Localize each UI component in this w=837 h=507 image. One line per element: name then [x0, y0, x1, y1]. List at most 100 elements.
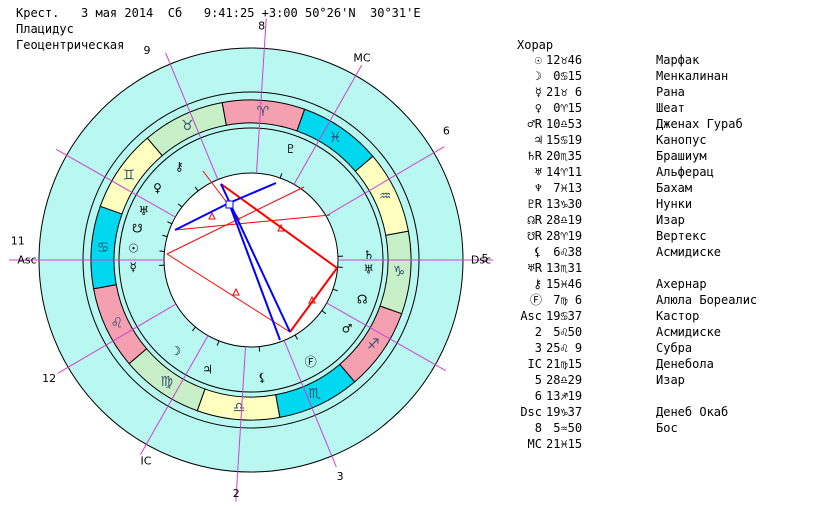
house-number: 5: [481, 252, 488, 265]
aspect-trine-marker: [277, 223, 285, 232]
planet-glyph: ♇: [285, 142, 296, 156]
row-symbol: ♂R: [527, 117, 542, 131]
row-position: 28♎19: [546, 213, 583, 227]
planet-tick: [191, 326, 196, 332]
aspect-trine-marker: [208, 211, 216, 220]
row-position: 0♋15: [546, 69, 583, 83]
row-position: 6♌38: [546, 245, 583, 259]
house-cusp-line: [283, 340, 337, 468]
row-position: 21♓15: [546, 437, 583, 451]
zodiac-sign-glyph: ♍: [160, 374, 173, 390]
row-star: Изар: [656, 213, 685, 227]
row-position: 15♓46: [546, 277, 583, 291]
row-symbol: Ⓕ: [529, 293, 542, 307]
planet-glyph: ☿: [130, 260, 137, 274]
planet-glyph: ⚷: [175, 159, 184, 173]
planet-tick: [294, 334, 298, 340]
house-cusp-line: [255, 18, 267, 174]
planet-glyph: Ⓕ: [305, 355, 317, 369]
row-star: Бахам: [656, 181, 693, 195]
row-star: Марфак: [656, 53, 700, 67]
zodiac-sign-glyph: ♑: [393, 264, 406, 280]
row-symbol: Asc: [520, 309, 542, 323]
house-cusp-line: [293, 64, 363, 185]
row-position: 14♈11: [546, 165, 583, 179]
chart-header-line2: Плацидус: [16, 22, 74, 36]
row-symbol: 8: [534, 421, 542, 435]
planet-tick: [321, 310, 327, 314]
row-star: Денеб Окаб: [656, 405, 729, 419]
row-position: 10♎53: [546, 117, 583, 131]
house-cusp-line: [326, 302, 447, 372]
row-star: Шеат: [656, 101, 685, 115]
row-star: Брашиум: [656, 149, 707, 163]
aspect-line: [220, 183, 291, 333]
planet-glyph: ☊: [357, 293, 368, 307]
row-position: 20♏35: [546, 149, 583, 163]
planet-tick: [167, 221, 173, 225]
aspect-marker-square: [225, 200, 234, 209]
row-star: Асмидиске: [656, 245, 722, 259]
row-symbol: ♄R: [527, 149, 542, 163]
row-star: Субра: [656, 341, 693, 355]
planet-glyph: ♃: [202, 363, 213, 377]
house-number: 2: [233, 487, 240, 500]
table-row: 2 5♌50 Асмидиске: [500, 324, 757, 340]
zodiac-sign-glyph: ♎: [233, 400, 246, 416]
row-position: 5♌50: [546, 325, 583, 339]
row-position: 0♈15: [546, 101, 583, 115]
row-position: 7♓13: [546, 181, 583, 195]
row-symbol: ⚸: [533, 245, 542, 259]
row-symbol: ⚷: [533, 277, 542, 291]
axis-label-mc: MC: [353, 52, 370, 65]
row-position: 13♏31: [546, 261, 583, 275]
axis-label-asc: Asc: [17, 254, 36, 267]
zodiac-sign-glyph: ♓: [329, 130, 342, 146]
zodiac-sign-glyph: ♌: [111, 316, 124, 332]
planet-tick: [177, 203, 183, 208]
row-position: 28♈19: [546, 229, 583, 243]
row-star: Вертекс: [656, 229, 707, 243]
row-symbol: ☿: [534, 85, 542, 99]
planet-glyph: ♂: [342, 322, 353, 336]
planet-tick: [279, 173, 283, 179]
row-star: Дженах Гураб: [656, 117, 743, 131]
house-number: 9: [143, 44, 150, 57]
aspect-line: [228, 182, 277, 204]
row-symbol: ♇R: [527, 197, 542, 211]
house-number: 3: [337, 470, 344, 483]
house-cusp-line: [139, 335, 209, 456]
planet-glyph: ♄: [364, 248, 375, 262]
planet-glyph: ☋: [132, 221, 143, 235]
row-symbol: ☽: [534, 69, 542, 83]
aspect-trine-marker: [232, 287, 240, 296]
row-position: 7♍ 6: [546, 293, 583, 307]
row-symbol: ♀: [534, 101, 542, 115]
planet-glyph: ☉: [128, 241, 139, 255]
planet-tick: [216, 340, 220, 346]
row-star: Асмидиске: [656, 325, 722, 339]
row-symbol: 2: [534, 325, 542, 339]
aspect-line: [228, 202, 281, 341]
table-row: ♄R 20♏35 Брашиум: [500, 148, 757, 164]
axis-label-dsc: Dsc: [471, 254, 491, 267]
row-symbol: MC: [527, 437, 542, 451]
row-position: 12♉46: [546, 53, 583, 67]
table-title: Хорар: [517, 38, 554, 52]
axis-label-ic: IC: [141, 455, 152, 468]
house-cusp-line: [325, 146, 445, 217]
row-star: Канопус: [656, 133, 707, 147]
table-row: MC 21♓15: [500, 436, 757, 452]
zodiac-sign-glyph: ♐: [367, 336, 380, 352]
